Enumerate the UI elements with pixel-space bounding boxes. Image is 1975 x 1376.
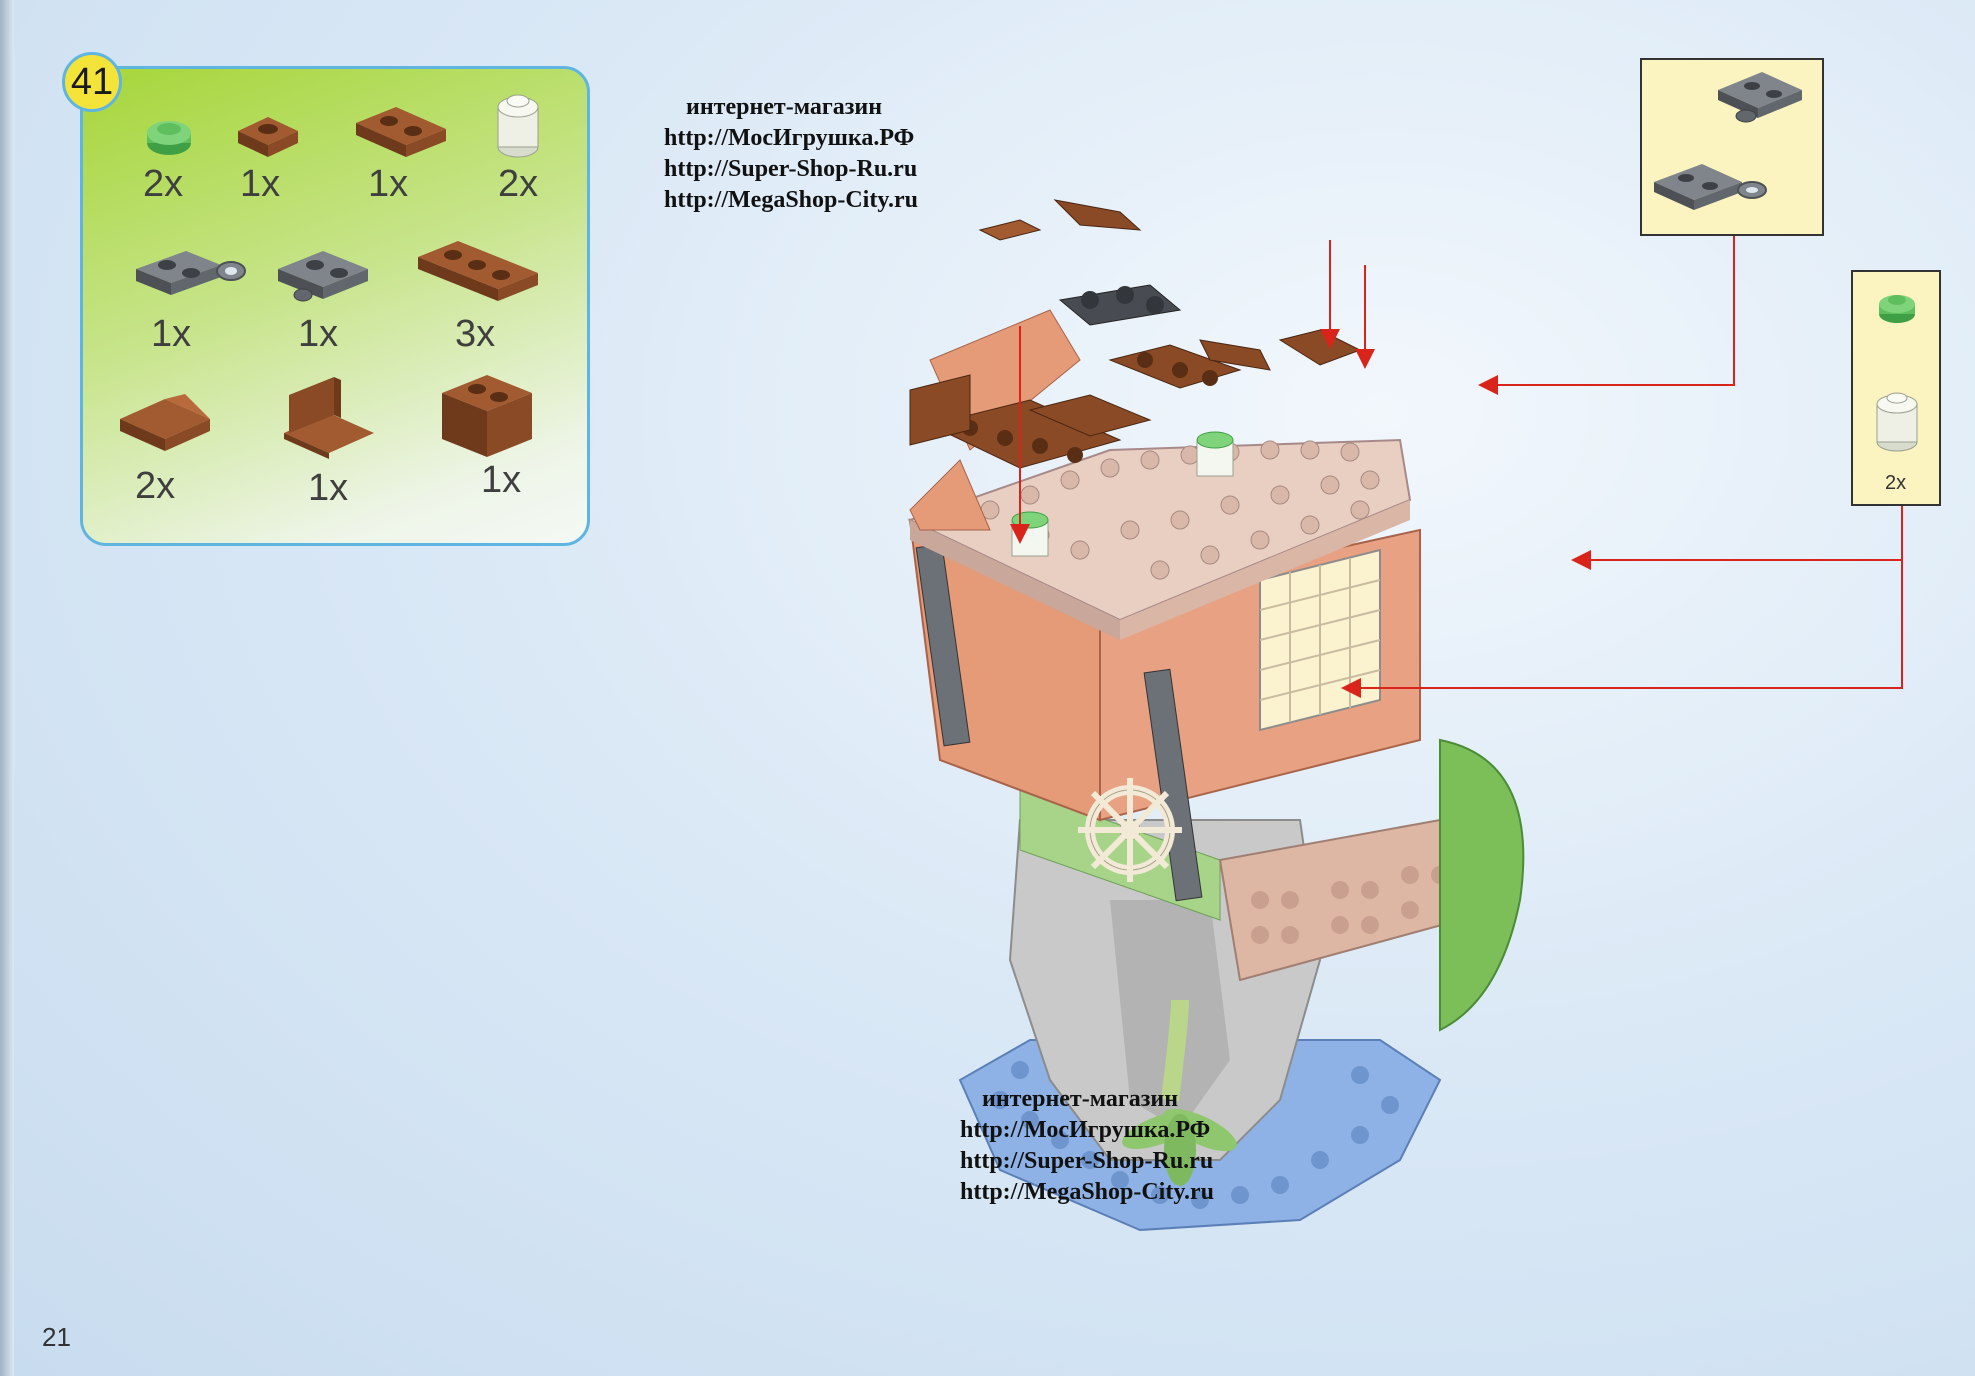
step-number-badge: 41 bbox=[62, 52, 122, 112]
stud-assembly-diagram bbox=[1876, 295, 1918, 452]
round-brick-trans-clear-part bbox=[497, 94, 539, 158]
clip-assembly-diagram bbox=[1654, 72, 1802, 210]
leaf-shell bbox=[1439, 738, 1525, 1032]
shop-url: http://Super-Shop-Ru.ru bbox=[664, 156, 918, 182]
brick-1x2-brown-part bbox=[442, 375, 532, 457]
shop-heading: интернет-магазин bbox=[686, 94, 883, 120]
brown-brick-installed bbox=[909, 374, 971, 446]
shop-heading: интернет-магазин bbox=[982, 1086, 1179, 1112]
model-build-illustration bbox=[907, 199, 1525, 1232]
part-qty: 1x bbox=[481, 459, 522, 501]
shop-watermark-top: интернет-магазин http://МосИгрушка.РФ ht… bbox=[664, 92, 918, 216]
floating-slope bbox=[1053, 199, 1142, 231]
plate-clip-grey-part bbox=[136, 251, 246, 295]
floating-plate-1x1 bbox=[978, 219, 1042, 241]
part-qty: 1x bbox=[240, 163, 281, 205]
shop-watermark-bottom: интернет-магазин http://МосИгрушка.РФ ht… bbox=[960, 1084, 1214, 1208]
part-qty: 2x bbox=[135, 465, 176, 507]
grey-tile-front bbox=[1143, 668, 1203, 902]
part-qty: 1x bbox=[308, 467, 349, 509]
page-binding-shadow bbox=[0, 0, 14, 1376]
shop-url: http://МосИгрушка.РФ bbox=[960, 1117, 1211, 1143]
shop-url: http://MegaShop-City.ru bbox=[960, 1179, 1215, 1205]
part-qty: 2x bbox=[498, 163, 539, 205]
callout-qty: 2x bbox=[1885, 472, 1907, 494]
slope-brown-part bbox=[120, 394, 210, 451]
plate-1x2-brown-part bbox=[356, 107, 446, 157]
part-qty: 2x bbox=[143, 163, 184, 205]
stud-assembly-callout: 2x bbox=[1851, 270, 1941, 506]
part-qty: 1x bbox=[151, 313, 192, 355]
ship-wheel-icon bbox=[1078, 778, 1182, 882]
shop-url: http://Super-Shop-Ru.ru bbox=[960, 1148, 1214, 1174]
page-number: 21 bbox=[42, 1322, 71, 1352]
part-qty: 1x bbox=[298, 313, 339, 355]
round-plate-green-part bbox=[147, 121, 191, 155]
plate-1x3-brown-part bbox=[418, 241, 538, 301]
trans-clear-stud-right bbox=[1196, 431, 1234, 477]
shop-url: http://MegaShop-City.ru bbox=[664, 187, 919, 213]
palm-plant bbox=[1122, 999, 1237, 1186]
part-qty: 3x bbox=[455, 313, 496, 355]
part-qty: 1x bbox=[368, 163, 409, 205]
plate-1x1-brown-part bbox=[238, 117, 298, 157]
bracket-brown-part bbox=[284, 377, 374, 459]
plate-pin-grey-part bbox=[278, 251, 368, 302]
shop-url: http://МосИгрушка.РФ bbox=[664, 125, 915, 151]
parts-list-panel: 2x 1x 1x 2x 1x 1x bbox=[80, 66, 590, 546]
clip-assembly-callout bbox=[1640, 58, 1824, 236]
